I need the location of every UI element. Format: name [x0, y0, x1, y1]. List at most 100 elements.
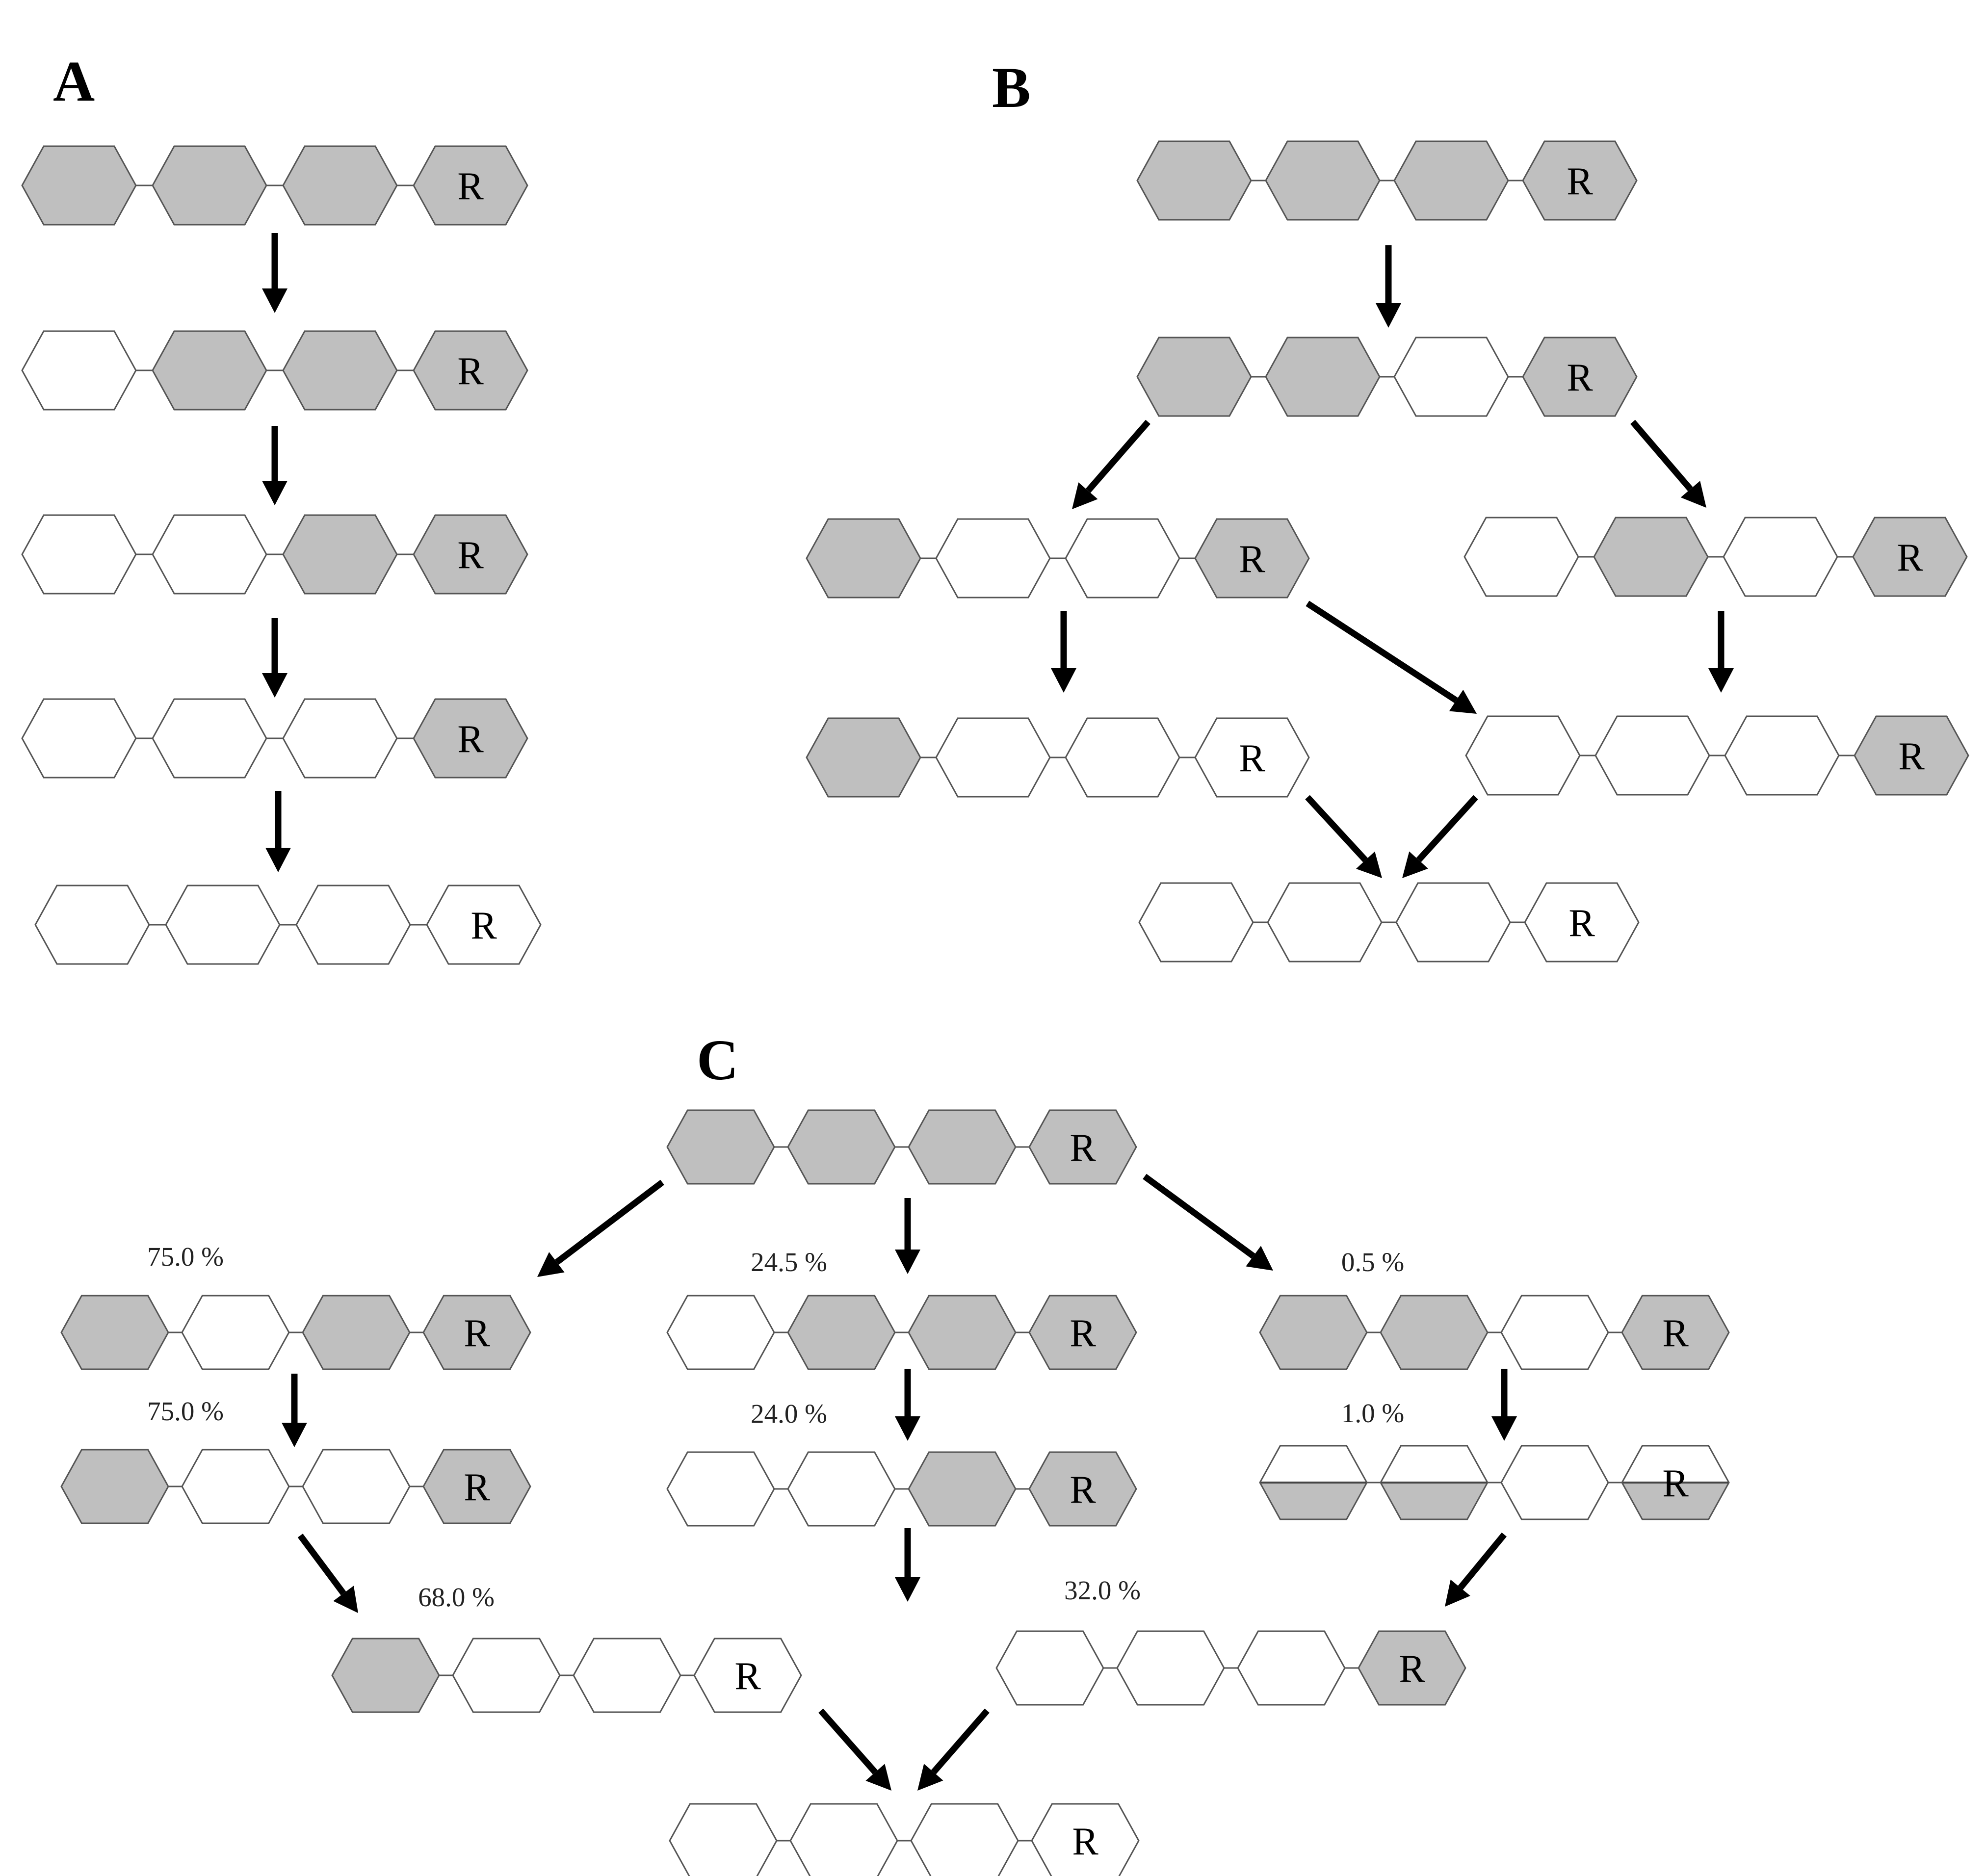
sugar-unit — [1267, 882, 1383, 963]
reducing-end-label: R — [1568, 902, 1595, 945]
oligosaccharide-chain: R — [806, 518, 1310, 599]
reducing-end-unit: R — [1031, 1803, 1140, 1876]
sugar-unit — [908, 1295, 1017, 1370]
reducing-end-unit: R — [1524, 882, 1640, 963]
sugar-unit — [181, 1449, 290, 1524]
pct-label-c-right-2: 1.0 % — [1341, 1398, 1404, 1428]
reducing-end-unit: R — [422, 1295, 531, 1370]
reducing-end-unit: R — [1852, 517, 1968, 597]
sugar-unit — [1116, 1630, 1225, 1706]
reducing-end-label: R — [1898, 735, 1925, 778]
reaction-arrow — [1143, 1173, 1273, 1271]
sugar-unit — [1259, 1445, 1368, 1520]
sugar-unit — [1237, 1630, 1346, 1706]
sugar-unit — [908, 1451, 1017, 1527]
reducing-end-label: R — [1567, 356, 1593, 399]
sugar-unit — [666, 1295, 775, 1370]
sugar-unit — [302, 1295, 411, 1370]
sugar-unit — [1393, 337, 1509, 417]
reducing-end-unit: R — [1621, 1445, 1730, 1520]
sugar-unit — [1395, 882, 1511, 963]
reducing-end-unit: R — [413, 145, 528, 226]
reaction-arrow — [262, 426, 287, 505]
sugar-unit — [1594, 715, 1710, 796]
reducing-end-label: R — [1239, 538, 1265, 581]
reaction-arrow — [1445, 1532, 1507, 1607]
sugar-unit — [1136, 337, 1252, 417]
sugar-unit — [165, 885, 281, 965]
sugar-unit — [1380, 1445, 1489, 1520]
oligosaccharide-chain: R — [666, 1451, 1137, 1527]
sugar-unit — [1265, 337, 1381, 417]
oligosaccharide-chain: R — [1138, 882, 1640, 963]
reaction-arrow — [895, 1198, 920, 1274]
sugar-unit — [302, 1449, 411, 1524]
reducing-end-unit: R — [1194, 717, 1310, 798]
oligosaccharide-chain: R — [60, 1295, 531, 1370]
reducing-end-unit: R — [1522, 337, 1638, 417]
sugar-unit — [331, 1638, 440, 1713]
oligosaccharide-chain: R — [1463, 517, 1968, 597]
oligosaccharide-chain: R — [669, 1803, 1140, 1876]
reducing-end-label: R — [1662, 1462, 1689, 1505]
reaction-arrow — [1305, 795, 1382, 878]
reducing-end-label: R — [1239, 737, 1265, 780]
oligosaccharide-chain: R — [995, 1630, 1466, 1706]
sugar-unit — [1265, 140, 1381, 221]
reducing-end-label: R — [1897, 536, 1923, 579]
reaction-arrow — [537, 1179, 664, 1277]
panel-label-b: B — [992, 55, 1031, 120]
sugar-unit — [1380, 1295, 1489, 1370]
pct-label-c-mid-1: 24.5 % — [751, 1247, 827, 1277]
oligosaccharide-chain: R — [1136, 140, 1638, 221]
oligosaccharide-chain: R — [666, 1295, 1137, 1370]
reducing-end-label: R — [464, 1312, 490, 1355]
reducing-end-label: R — [457, 718, 484, 761]
sugar-unit — [21, 514, 137, 595]
reaction-arrow — [1491, 1369, 1517, 1441]
oligosaccharide-chain: R — [1465, 715, 1969, 796]
reaction-arrow — [297, 1534, 358, 1613]
sugar-unit — [908, 1109, 1017, 1185]
reaction-arrow — [917, 1708, 990, 1791]
reaction-arrow — [265, 791, 291, 872]
sugar-unit — [282, 698, 398, 779]
sugar-unit — [1724, 715, 1840, 796]
reaction-arrow — [1402, 795, 1478, 878]
sugar-unit — [34, 885, 150, 965]
reducing-end-label: R — [1070, 1468, 1096, 1511]
sugar-unit — [806, 717, 921, 798]
sugar-unit — [935, 717, 1051, 798]
reducing-end-unit: R — [1028, 1451, 1137, 1527]
sugar-unit — [181, 1295, 290, 1370]
reducing-end-label: R — [457, 534, 484, 577]
oligosaccharide-chain: R — [331, 1638, 802, 1713]
pct-label-c-merge-left: 68.0 % — [418, 1582, 495, 1612]
reducing-end-label: R — [1399, 1647, 1425, 1691]
reducing-end-label: R — [1070, 1312, 1096, 1355]
sugar-unit — [806, 518, 921, 599]
sugar-unit — [666, 1451, 775, 1527]
pct-label-c-left-2: 75.0 % — [147, 1396, 224, 1426]
sugar-unit — [787, 1295, 896, 1370]
reducing-end-label: R — [457, 350, 484, 393]
oligosaccharide-chain: R — [21, 145, 528, 226]
reducing-end-unit: R — [693, 1638, 802, 1713]
reducing-end-unit: R — [413, 330, 528, 411]
reaction-arrow — [1708, 611, 1734, 693]
reaction-arrow — [1051, 611, 1076, 693]
sugar-unit — [1465, 715, 1581, 796]
reaction-arrow — [262, 233, 287, 313]
sugar-unit — [21, 698, 137, 779]
oligosaccharide-chain: R — [1259, 1295, 1730, 1370]
reducing-end-unit: R — [1522, 140, 1638, 221]
reducing-end-label: R — [1567, 160, 1593, 203]
reducing-end-label: R — [1662, 1312, 1689, 1355]
oligosaccharide-chain: R — [1259, 1445, 1730, 1520]
sugar-unit — [787, 1451, 896, 1527]
oligosaccharide-chain: R — [666, 1109, 1137, 1185]
reaction-arrow — [282, 1374, 307, 1447]
oligosaccharide-chain: R — [34, 885, 542, 965]
